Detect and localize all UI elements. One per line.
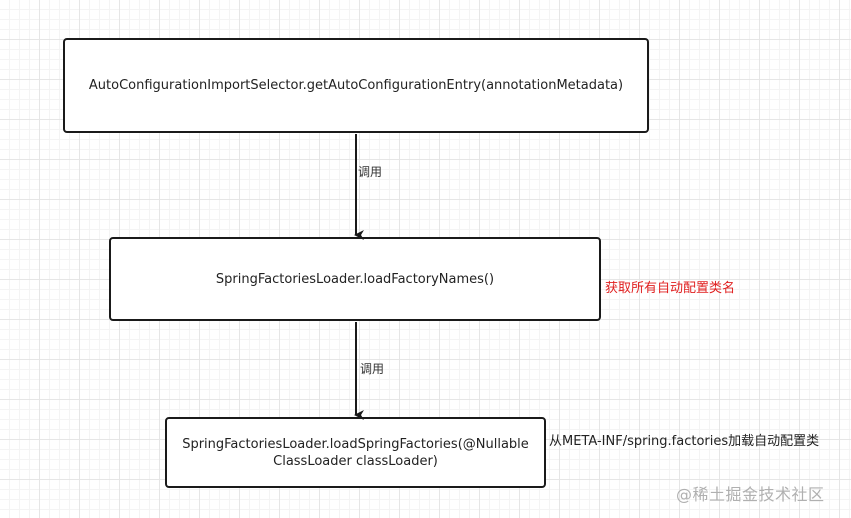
watermark: @稀土掘金技术社区 — [676, 485, 825, 504]
node-load-spring-factories: SpringFactoriesLoader.loadSpringFactorie… — [165, 417, 546, 488]
node-auto-configuration-import-selector: AutoConfigurationImportSelector.getAutoC… — [63, 38, 649, 133]
edge-label-1: 调用 — [358, 165, 383, 179]
annotation-load-from-spring-factories: 从META-INF/spring.factories加载自动配置类 — [549, 434, 820, 449]
edge-label-2: 调用 — [360, 362, 385, 376]
node-label: SpringFactoriesLoader.loadSpringFactorie… — [182, 436, 529, 469]
node-load-factory-names: SpringFactoriesLoader.loadFactoryNames() — [109, 237, 601, 321]
annotation-get-class-names: 获取所有自动配置类名 — [605, 281, 736, 296]
node-label: SpringFactoriesLoader.loadFactoryNames() — [215, 271, 495, 287]
node-label: AutoConfigurationImportSelector.getAutoC… — [88, 78, 624, 93]
